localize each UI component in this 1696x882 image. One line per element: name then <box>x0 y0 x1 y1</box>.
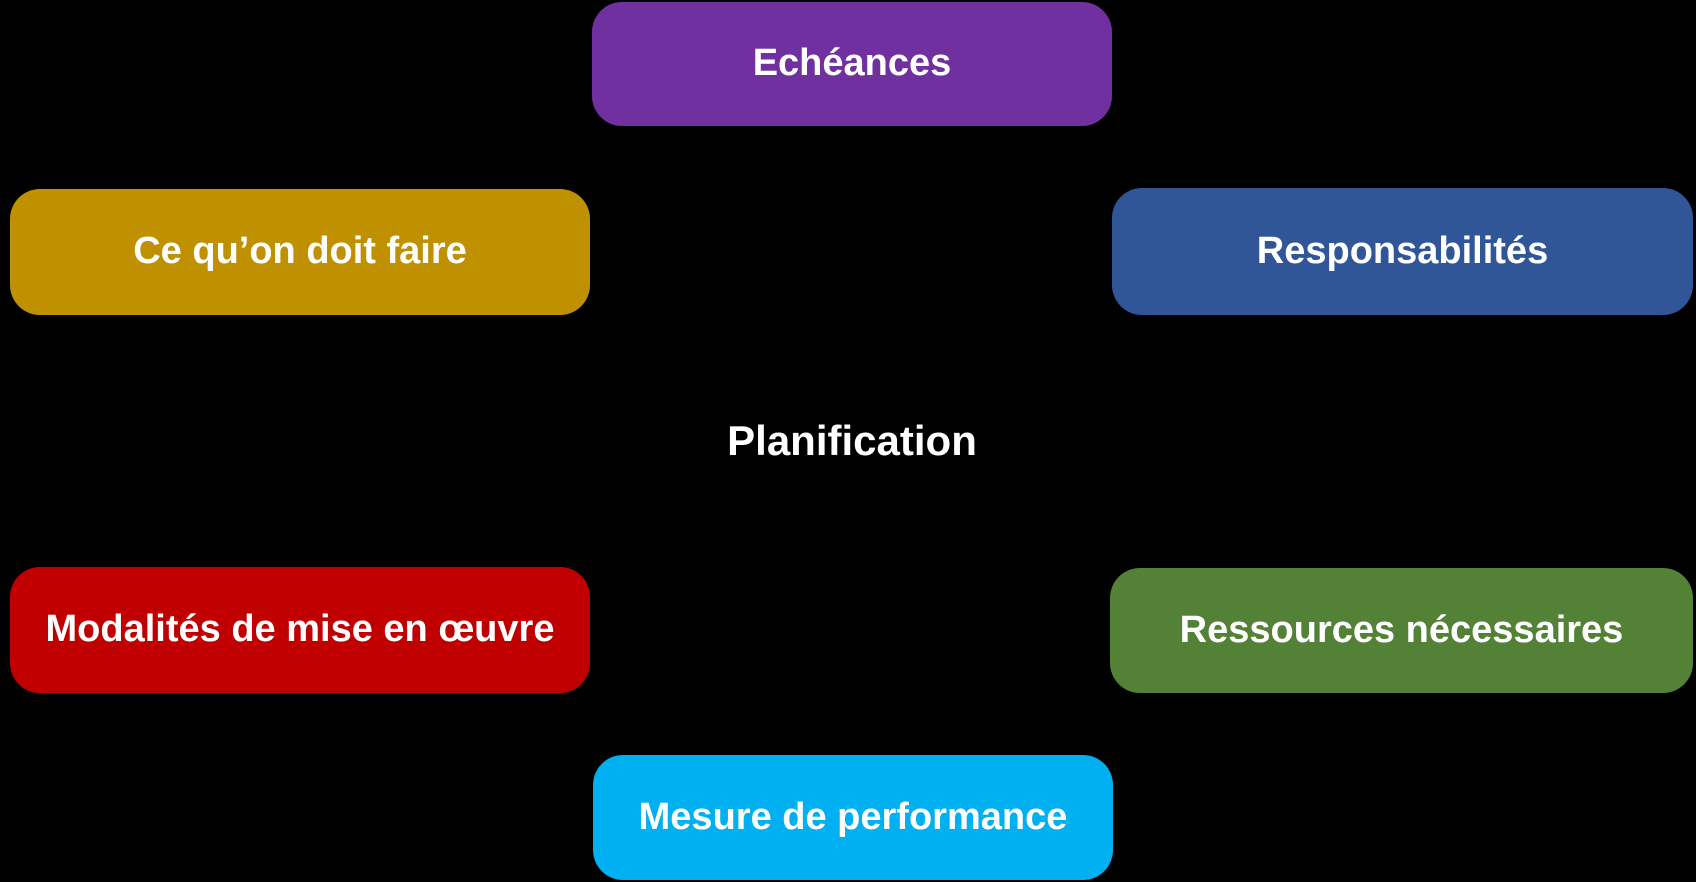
node-echeances: Echéances <box>592 2 1112 126</box>
node-ressources-necessaires: Ressources nécessaires <box>1110 568 1693 693</box>
node-ce-quon-doit-faire: Ce qu’on doit faire <box>10 189 590 315</box>
node-ressources-necessaires-label: Ressources nécessaires <box>1179 608 1624 651</box>
node-modalites-mise-en-oeuvre-label: Modalités de mise en œuvre <box>45 608 555 651</box>
node-mesure-de-performance-label: Mesure de performance <box>638 795 1068 838</box>
node-mesure-de-performance: Mesure de performance <box>593 755 1113 880</box>
node-echeances-label: Echéances <box>752 42 952 85</box>
node-ce-quon-doit-faire-label: Ce qu’on doit faire <box>133 230 467 273</box>
node-responsabilites-label: Responsabilités <box>1256 229 1549 272</box>
node-modalites-mise-en-oeuvre: Modalités de mise en œuvre <box>10 567 590 693</box>
node-responsabilites: Responsabilités <box>1112 188 1693 315</box>
diagram-center-title: Planification <box>727 417 977 464</box>
